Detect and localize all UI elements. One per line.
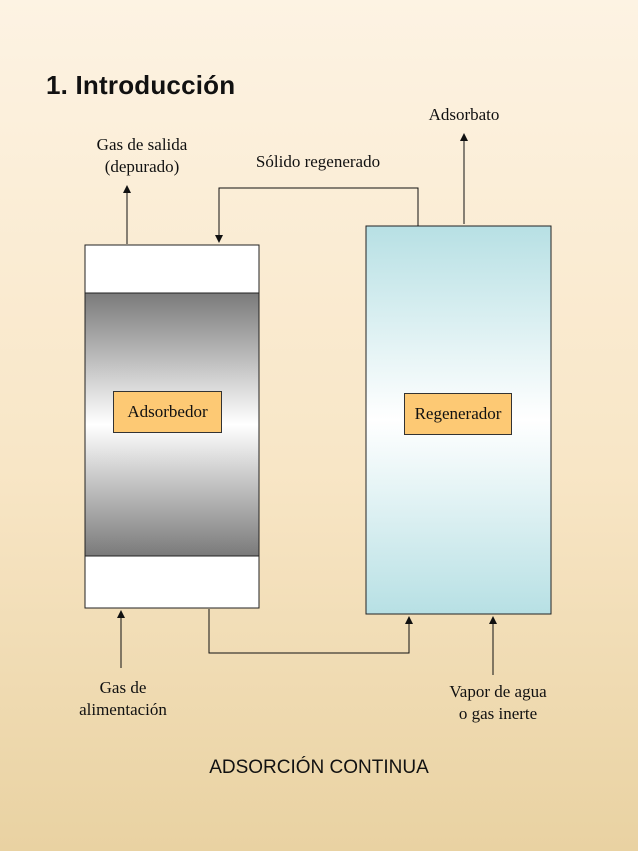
spent-solid-line xyxy=(208,609,413,654)
adsorber-label: Adsorbedor xyxy=(113,391,222,433)
gas-out-label-line2: (depurado) xyxy=(104,157,180,176)
feed-gas-label: Gas de alimentación xyxy=(60,677,186,721)
diagram-caption: ADSORCIÓN CONTINUA xyxy=(209,757,429,778)
gas-out-label: Gas de salida (depurado) xyxy=(76,134,208,178)
gas-out-label-line1: Gas de salida xyxy=(96,135,188,154)
steam-label-line1: Vapor de agua xyxy=(449,682,547,701)
adsorbate-label: Adsorbato xyxy=(428,105,500,124)
steam-label: Vapor de agua o gas inerte xyxy=(434,681,562,725)
regenerated-solid-line xyxy=(215,187,419,243)
page-title: 1. Introducción xyxy=(46,70,236,100)
regenerated-solid-label: Sólido regenerado xyxy=(255,152,381,171)
adsorber-bottom-section xyxy=(84,555,260,609)
steam-label-line2: o gas inerte xyxy=(458,704,538,723)
regenerator-label: Regenerador xyxy=(404,393,512,435)
feed-gas-label-line2: alimentación xyxy=(79,700,167,719)
adsorber-top-section xyxy=(84,244,260,294)
feed-gas-label-line1: Gas de xyxy=(99,678,147,697)
